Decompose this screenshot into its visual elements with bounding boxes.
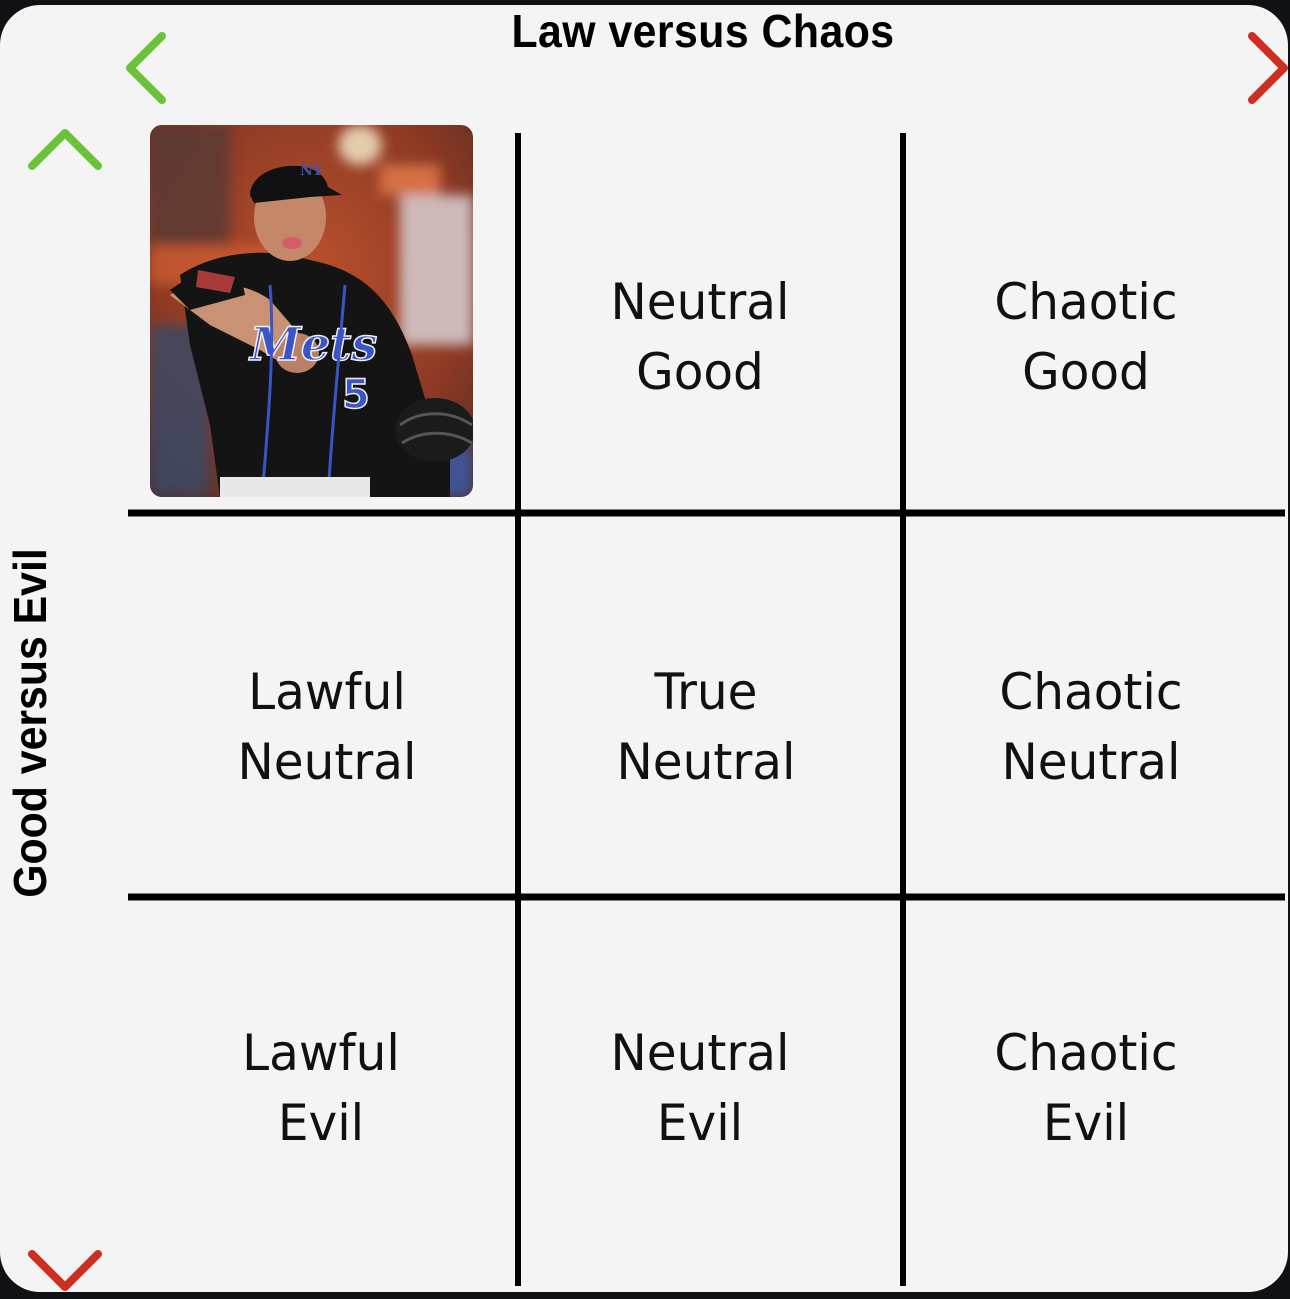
cell-label-line1: True xyxy=(654,663,758,721)
cell-label-line2: Evil xyxy=(277,1094,365,1152)
cell-lawful-neutral: Lawful Neutral xyxy=(143,657,512,797)
lawful-good-player-photo: NY Mets 5 xyxy=(150,125,473,497)
cell-label-line2: Evil xyxy=(656,1094,744,1152)
cell-lawful-evil: Lawful Evil xyxy=(137,1018,506,1158)
cell-label-line1: Chaotic xyxy=(994,1024,1178,1082)
baseball-player-image: NY Mets 5 xyxy=(150,125,473,497)
arrow-down-head-icon xyxy=(28,1250,102,1291)
cell-label-line2: Good xyxy=(1022,343,1150,401)
arrow-up-head-icon xyxy=(28,129,102,170)
cell-true-neutral: True Neutral xyxy=(522,657,891,797)
jersey-number: 5 xyxy=(342,372,370,418)
cell-label-line1: Neutral xyxy=(610,273,790,331)
cell-neutral-evil: Neutral Evil xyxy=(516,1018,885,1158)
cell-chaotic-evil: Chaotic Evil xyxy=(902,1018,1271,1158)
cell-label-line1: Lawful xyxy=(248,663,406,721)
jersey-text: Mets xyxy=(248,317,377,371)
cell-label-line2: Neutral xyxy=(616,733,796,791)
arrow-right-head-icon xyxy=(1248,32,1288,104)
alignment-chart-panel: Law versus Chaos Good versus Evil xyxy=(0,5,1288,1292)
law-chaos-arrow xyxy=(126,32,1288,104)
cell-label-line1: Neutral xyxy=(610,1024,790,1082)
cell-label-line2: Neutral xyxy=(237,733,417,791)
cell-label-line2: Evil xyxy=(1042,1094,1130,1152)
cell-label-line1: Lawful xyxy=(242,1024,400,1082)
good-evil-arrow xyxy=(28,129,102,1292)
law-chaos-axis-title: Law versus Chaos xyxy=(511,5,895,57)
svg-text:NY: NY xyxy=(300,163,324,179)
cell-neutral-good: Neutral Good xyxy=(516,267,885,407)
cell-label-line1: Chaotic xyxy=(994,273,1178,331)
cell-chaotic-neutral: Chaotic Neutral xyxy=(907,657,1276,797)
alignment-grid xyxy=(128,133,1285,1286)
chart-graphics xyxy=(28,32,1288,1292)
cell-label-line2: Good xyxy=(636,343,764,401)
cell-chaotic-good: Chaotic Good xyxy=(902,267,1271,407)
cell-label-line2: Neutral xyxy=(1001,733,1181,791)
arrow-left-head-icon xyxy=(126,32,166,104)
cell-label-line1: Chaotic xyxy=(999,663,1183,721)
